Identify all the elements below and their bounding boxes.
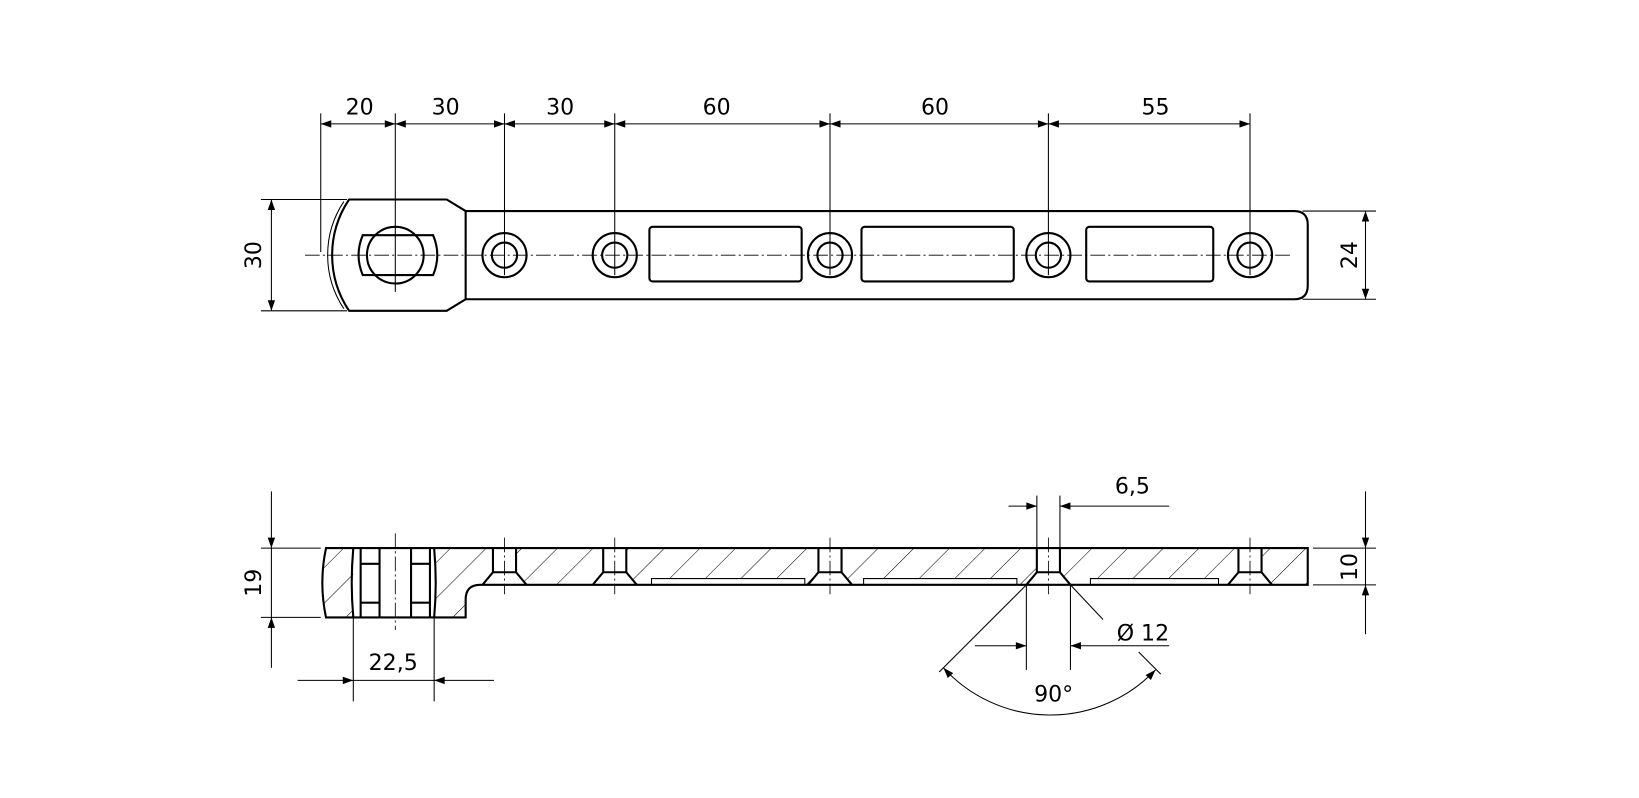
lug-bore-section — [350, 548, 437, 618]
dim-60b: 60 — [921, 95, 949, 120]
svg-text:6,5: 6,5 — [1115, 475, 1150, 500]
dimension-6-5: 6,5 — [1008, 475, 1170, 549]
svg-text:30: 30 — [242, 241, 267, 269]
section-outline — [321, 547, 1309, 619]
dimension-22-5: 22,5 — [297, 617, 494, 702]
svg-text:90°: 90° — [1034, 682, 1073, 707]
dim-55: 55 — [1141, 95, 1169, 120]
bottom-pockets — [650, 578, 1220, 585]
svg-text:Ø 12: Ø 12 — [1117, 622, 1169, 647]
slots — [648, 225, 1215, 283]
plate-outline — [464, 210, 1309, 301]
height-dimension-24: 24 — [1302, 210, 1376, 300]
section-view: 19 22,5 6,5 Ø 12 — [242, 475, 1376, 716]
dimension-angle-90: 90° — [938, 584, 1162, 716]
svg-text:10: 10 — [1338, 553, 1363, 581]
svg-text:19: 19 — [242, 569, 267, 597]
height-dimension-19: 19 — [242, 491, 321, 668]
dimension-diameter-12: Ø 12 — [974, 584, 1170, 670]
top-view: 20 30 30 60 60 55 30 24 — [242, 95, 1376, 312]
svg-text:22,5: 22,5 — [369, 651, 418, 676]
horizontal-dimensions: 20 30 30 60 60 55 — [320, 95, 1251, 292]
dimension-thickness-10: 10 — [1313, 491, 1376, 635]
dim-30a: 30 — [432, 95, 460, 120]
dim-60a: 60 — [703, 95, 731, 120]
dim-30b: 30 — [546, 95, 574, 120]
height-dimension-30: 30 — [242, 198, 347, 312]
countersunk-holes — [481, 548, 1273, 586]
dim-20: 20 — [346, 95, 374, 120]
svg-text:24: 24 — [1338, 241, 1363, 269]
